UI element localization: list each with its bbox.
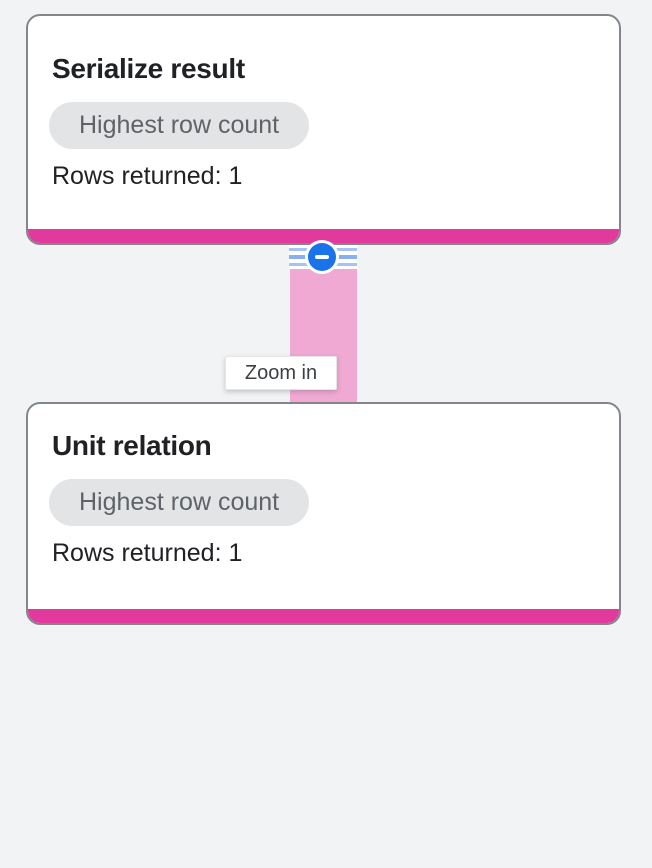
highest-row-count-badge: Highest row count [49,102,310,149]
node-title: Unit relation [52,430,212,461]
rows-returned-text: Rows returned: 1 [52,539,243,567]
collapse-edge-button[interactable] [305,240,339,274]
zoom-in-tooltip: Zoom in [225,356,337,390]
node-accent-bar [28,609,619,623]
highest-row-count-badge: Highest row count [49,479,310,526]
node-accent-bar [28,229,619,243]
stage-node-unit-relation[interactable]: Unit relation Highest row count Rows ret… [26,402,621,625]
stage-node-serialize-result[interactable]: Serialize result Highest row count Rows … [26,14,621,245]
rows-returned-text: Rows returned: 1 [52,162,243,190]
minus-circle-icon [308,243,336,271]
node-title: Serialize result [52,53,245,84]
